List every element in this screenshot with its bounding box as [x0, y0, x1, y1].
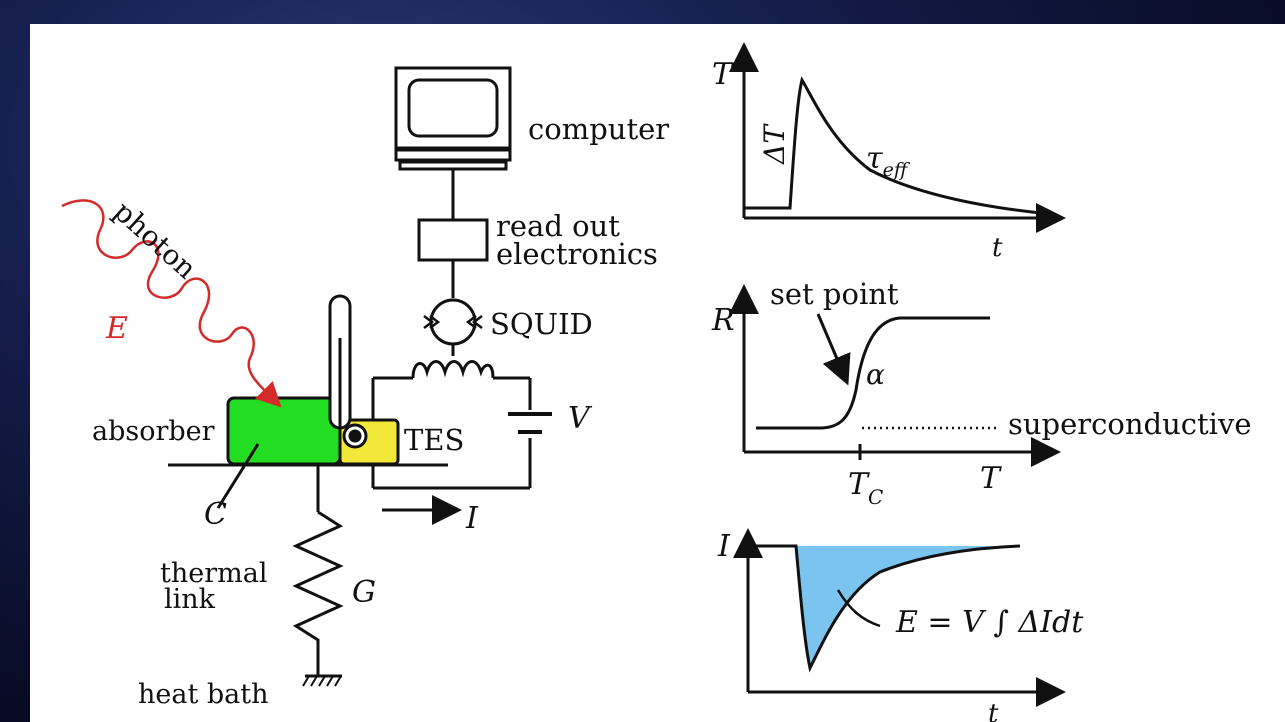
delta-t-label: ΔT	[758, 123, 791, 165]
thermal-link-label-line2: link	[164, 584, 216, 615]
time-axis-label-3: t	[988, 699, 999, 722]
photon-wave	[61, 199, 282, 408]
tes-label: TES	[404, 423, 464, 457]
set-point-label: set point	[770, 277, 899, 311]
conductance-label: G	[352, 575, 376, 610]
current-pulse-fill	[796, 546, 1020, 668]
tc-label: TC	[848, 467, 883, 509]
temperature-pulse-plot: T t ΔT τeff	[712, 42, 1066, 263]
current-pulse-plot: I t E = V ∫ ΔIdt	[717, 528, 1084, 722]
temperature-axis-label: T	[712, 57, 734, 92]
voltage-source-icon	[508, 412, 552, 434]
resistance-axis-label: R	[711, 303, 735, 338]
inductor-coil	[411, 360, 495, 379]
transition-plot: R set point α superconductive TC T	[711, 277, 1251, 509]
computer-label: computer	[528, 112, 669, 146]
thermal-link-label-line1: thermal	[160, 558, 267, 589]
heat-bath-ground-icon	[302, 674, 342, 687]
absorber-label: absorber	[92, 416, 215, 447]
tau-symbol: τ	[866, 141, 883, 176]
computer-icon	[394, 66, 512, 171]
readout-label-line2: electronics	[496, 237, 658, 271]
circuit-schematic	[61, 66, 552, 687]
temperature-axis-label-2: T	[980, 461, 1002, 496]
heat-bath-label: heat bath	[138, 679, 269, 710]
absorber-block	[226, 396, 342, 466]
set-point-arrow	[816, 313, 851, 386]
thermal-link-resistor	[292, 510, 344, 676]
heat-capacity-pointer	[216, 443, 260, 509]
thermometer-icon	[328, 294, 368, 449]
readout-electronics-box	[417, 218, 489, 262]
squid-label: SQUID	[490, 307, 593, 341]
superconductive-label: superconductive	[1008, 407, 1251, 441]
alpha-label: α	[866, 358, 885, 391]
transition-curve	[756, 316, 990, 430]
current-pulse-curve	[748, 544, 1021, 673]
heat-capacity-label: C	[204, 497, 227, 532]
tc-symbol: T	[848, 467, 870, 502]
temperature-pulse-curve	[744, 76, 1051, 216]
slide-panel	[30, 24, 1285, 722]
readout-label-line1: read out	[496, 209, 620, 243]
voltage-label: V	[568, 401, 593, 436]
current-axis-label: I	[717, 529, 731, 564]
current-label: I	[465, 501, 479, 536]
photon-energy-label: E	[105, 311, 128, 346]
formula-pointer	[836, 589, 881, 628]
tau-eff-label: τeff	[866, 141, 911, 181]
tc-subscript: C	[868, 485, 883, 509]
time-axis-label-1: t	[992, 233, 1003, 263]
energy-formula: E = V ∫ ΔIdt	[895, 605, 1084, 640]
tau-subscript: eff	[883, 159, 911, 181]
